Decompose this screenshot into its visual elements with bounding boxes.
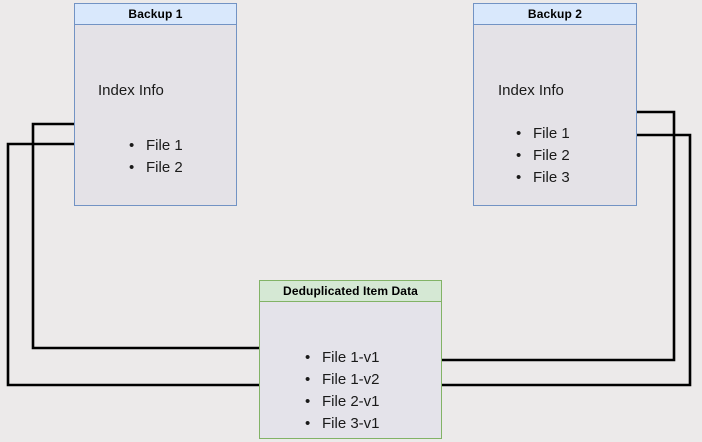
backup-2-body: Index Info File 1 File 2 File 3 [473, 25, 637, 206]
backup-1-header: Backup 1 [74, 3, 237, 25]
list-item[interactable]: File 1 [129, 135, 183, 157]
deduplicated-item-data-header: Deduplicated Item Data [259, 280, 442, 302]
list-item[interactable]: File 3 [516, 167, 570, 189]
list-item[interactable]: File 1-v1 [305, 347, 380, 369]
backup-1-index-info-label: Index Info [98, 82, 164, 99]
node-deduplicated-item-data[interactable]: Deduplicated Item Data File 1-v1 File 1-… [259, 280, 442, 439]
list-item[interactable]: File 2 [516, 145, 570, 167]
backup-1-file-list: File 1 File 2 [129, 135, 183, 179]
node-backup-1[interactable]: Backup 1 Index Info File 1 File 2 [74, 3, 237, 206]
backup-1-body: Index Info File 1 File 2 [74, 25, 237, 206]
list-item[interactable]: File 2 [129, 157, 183, 179]
deduplicated-item-data-body: File 1-v1 File 1-v2 File 2-v1 File 3-v1 [259, 302, 442, 439]
backup-2-index-info-label: Index Info [498, 82, 564, 99]
deduplicated-file-list: File 1-v1 File 1-v2 File 2-v1 File 3-v1 [305, 347, 380, 435]
list-item[interactable]: File 1-v2 [305, 369, 380, 391]
backup-2-file-list: File 1 File 2 File 3 [516, 123, 570, 189]
list-item[interactable]: File 3-v1 [305, 413, 380, 435]
backup-2-header: Backup 2 [473, 3, 637, 25]
node-backup-2[interactable]: Backup 2 Index Info File 1 File 2 File 3 [473, 3, 637, 206]
list-item[interactable]: File 2-v1 [305, 391, 380, 413]
list-item[interactable]: File 1 [516, 123, 570, 145]
